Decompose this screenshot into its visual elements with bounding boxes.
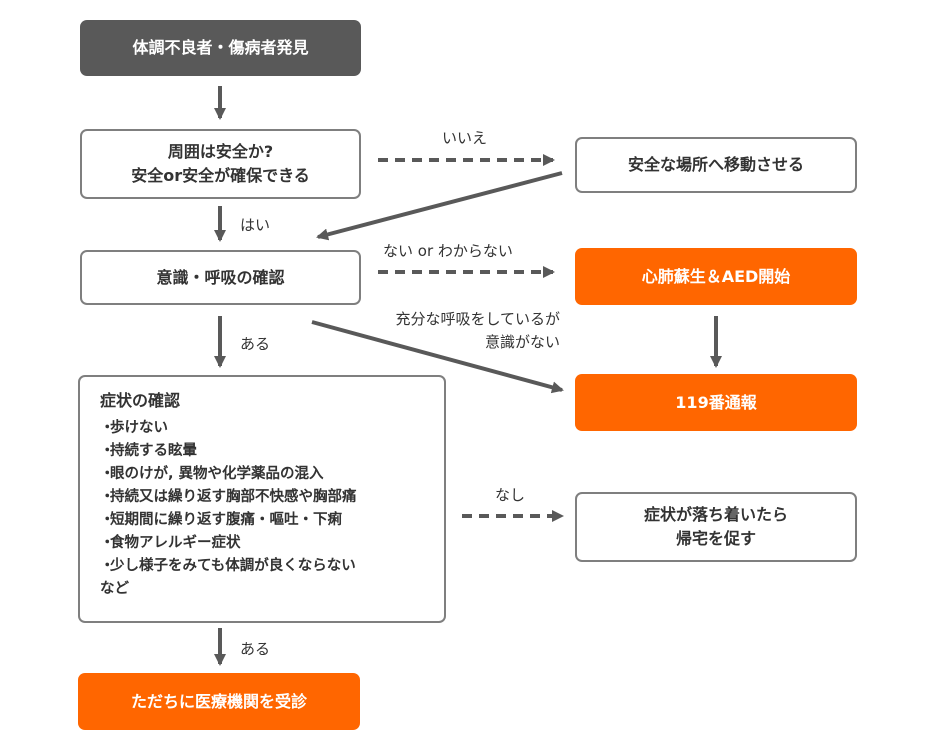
- node-discover: 体調不良者・傷病者発見: [80, 20, 361, 76]
- symptom-item: ・持続又は繰り返す胸部不快感や胸部痛: [100, 486, 357, 509]
- symptom-list: ・歩けない ・持続する眩暈 ・眼のけが, 異物や化学薬品の混入 ・持続又は繰り返…: [100, 417, 357, 578]
- safety-question-line2: 安全or安全が確保できる: [131, 166, 310, 185]
- label-has-2: ある: [240, 640, 271, 658]
- node-call-119: 119番通報: [575, 374, 857, 431]
- arrow-check-to-119: [311, 320, 564, 394]
- call-119-text: 119番通報: [675, 392, 757, 412]
- symptom-item: ・持続する眩暈: [100, 440, 357, 463]
- hospital-text: ただちに医療機関を受診: [130, 691, 307, 711]
- label-breathing-line1: 充分な呼吸をしているが: [395, 310, 560, 328]
- node-go-home: 症状が落ち着いたら 帰宅を促す: [575, 492, 857, 562]
- bullet-mark: ・: [100, 420, 115, 436]
- symptom-title: 症状の確認: [100, 391, 181, 410]
- symptom-item: ・歩けない: [100, 417, 357, 440]
- node-symptom-check: 症状の確認 ・歩けない ・持続する眩暈 ・眼のけが, 異物や化学薬品の混入 ・持…: [78, 375, 446, 623]
- node-hospital: ただちに医療機関を受診: [78, 673, 360, 730]
- cpr-aed-text: 心肺蘇生＆AED開始: [641, 266, 791, 286]
- safety-question-line1: 周囲は安全か?: [167, 142, 274, 161]
- bullet-mark: ・: [100, 558, 115, 574]
- symptom-item: ・短期間に繰り返す腹痛・嘔吐・下痢: [100, 509, 357, 532]
- label-none-or-unknown: ない or わからない: [383, 242, 513, 260]
- node-discover-text: 体調不良者・傷病者発見: [132, 38, 309, 57]
- node-check-consciousness: 意識・呼吸の確認: [80, 250, 361, 305]
- go-home-line2: 帰宅を促す: [675, 529, 756, 548]
- bullet-mark: ・: [100, 535, 115, 551]
- bullet-mark: ・: [100, 489, 115, 505]
- bullet-mark: ・: [100, 512, 115, 528]
- node-move-to-safe: 安全な場所へ移動させる: [575, 137, 857, 193]
- symptom-item: ・少し様子をみても体調が良くならない: [100, 555, 357, 578]
- node-cpr-aed: 心肺蘇生＆AED開始: [575, 248, 857, 305]
- symptom-item: ・眼のけが, 異物や化学薬品の混入: [100, 463, 357, 486]
- label-has: ある: [240, 335, 271, 353]
- symptom-etc: など: [100, 581, 129, 597]
- go-home-line1: 症状が落ち着いたら: [643, 505, 788, 524]
- node-safety-question: 周囲は安全か? 安全or安全が確保できる: [80, 129, 361, 199]
- symptom-item: ・食物アレルギー症状: [100, 532, 357, 555]
- label-breathing-line2: 意識がない: [484, 333, 560, 351]
- bullet-mark: ・: [100, 466, 115, 482]
- move-to-safe-text: 安全な場所へ移動させる: [627, 155, 804, 174]
- label-yes: はい: [240, 216, 271, 234]
- arrow-move-to-check: [316, 171, 563, 241]
- label-none: なし: [495, 486, 526, 504]
- bullet-mark: ・: [100, 443, 115, 459]
- check-consciousness-text: 意識・呼吸の確認: [156, 267, 285, 287]
- label-no: いいえ: [442, 129, 488, 147]
